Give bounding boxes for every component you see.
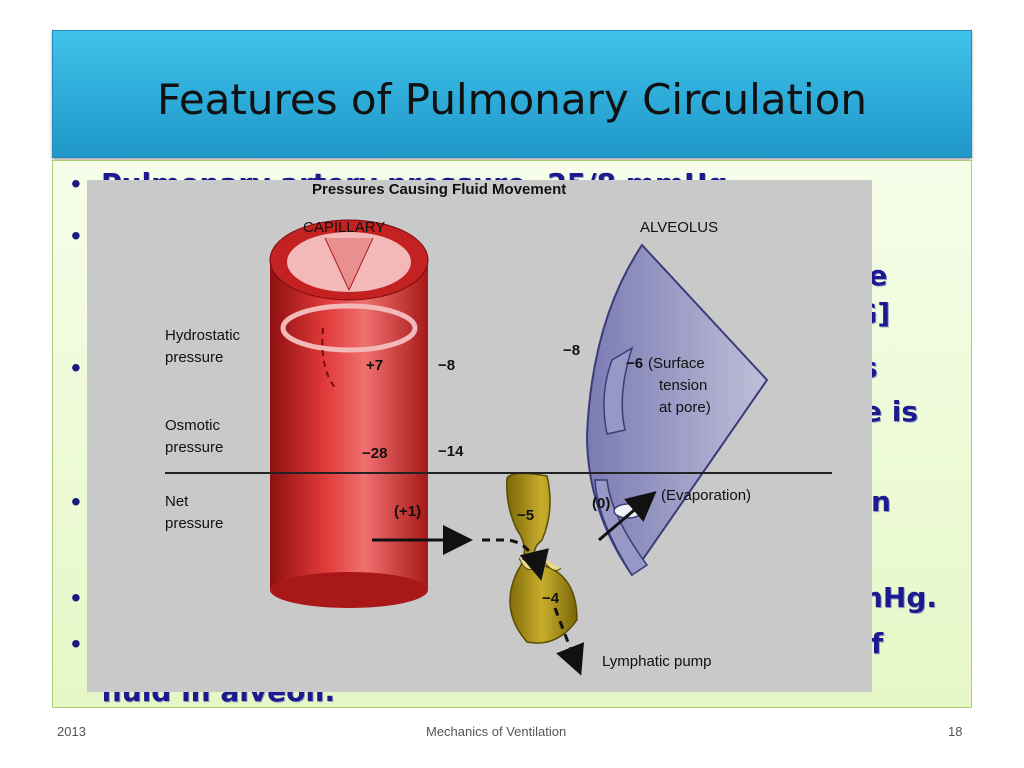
hydrostatic-label: pressure bbox=[165, 349, 223, 366]
capillary-hydrostatic-value: +7 bbox=[366, 357, 383, 374]
bullet-text: e is bbox=[863, 395, 919, 428]
capillary-tube bbox=[269, 219, 429, 608]
bullet-dot: • bbox=[71, 582, 81, 613]
net-label: pressure bbox=[165, 515, 223, 532]
bullet-dot: • bbox=[71, 168, 81, 199]
interstitial-hydrostatic-value: −8 bbox=[438, 357, 455, 374]
bullet-text: f bbox=[871, 627, 884, 660]
bullet-text: nHg. bbox=[863, 581, 938, 614]
osmotic-label: pressure bbox=[165, 439, 223, 456]
capillary-osmotic-value: −28 bbox=[362, 445, 387, 462]
surface-tension-value: −6 bbox=[626, 355, 643, 372]
net-label: Net bbox=[165, 493, 189, 510]
lymphatic-vessel bbox=[505, 472, 578, 644]
bullet-text: n bbox=[871, 485, 891, 518]
slide-title: Features of Pulmonary Circulation bbox=[156, 75, 867, 124]
fluid-movement-figure: Pressures Causing Fluid Movement CAPILLA… bbox=[87, 180, 872, 692]
figure-title: Pressures Causing Fluid Movement bbox=[312, 181, 566, 198]
slide-title-bar: Features of Pulmonary Circulation bbox=[52, 30, 972, 158]
alveolar-hydrostatic-value: −8 bbox=[563, 342, 580, 359]
interstitial-osmotic-value: −14 bbox=[438, 443, 464, 460]
lymphatic-value: −4 bbox=[542, 590, 560, 607]
bullet-text: s bbox=[861, 351, 961, 385]
alveolus-header: ALVEOLUS bbox=[640, 219, 718, 236]
bullet-dot: • bbox=[71, 220, 81, 251]
surface-tension-label: tension bbox=[659, 377, 707, 394]
footer-page-number: 18 bbox=[948, 724, 963, 739]
capillary-header: CAPILLARY bbox=[303, 219, 385, 236]
bullet-dot: • bbox=[71, 352, 81, 383]
hydrostatic-label: Hydrostatic bbox=[165, 327, 241, 344]
surface-tension-label: (Surface bbox=[648, 355, 705, 372]
fluid-movement-diagram: Pressures Causing Fluid Movement CAPILLA… bbox=[165, 181, 832, 676]
flow-arrows bbox=[372, 491, 657, 676]
net-capillary-value: (+1) bbox=[394, 503, 421, 520]
footer-year: 2013 bbox=[57, 724, 86, 739]
surface-tension-label: at pore) bbox=[659, 399, 711, 416]
osmotic-label: Osmotic bbox=[165, 417, 221, 434]
bullet-dot: • bbox=[71, 486, 81, 517]
lymphatic-pump-label: Lymphatic pump bbox=[602, 653, 712, 670]
net-alveolar-value: (0) bbox=[592, 495, 610, 512]
footer-title: Mechanics of Ventilation bbox=[426, 724, 567, 739]
net-lymphatic-value: −5 bbox=[517, 507, 534, 524]
bullet-dot: • bbox=[71, 628, 81, 659]
evaporation-label: (Evaporation) bbox=[661, 487, 751, 504]
